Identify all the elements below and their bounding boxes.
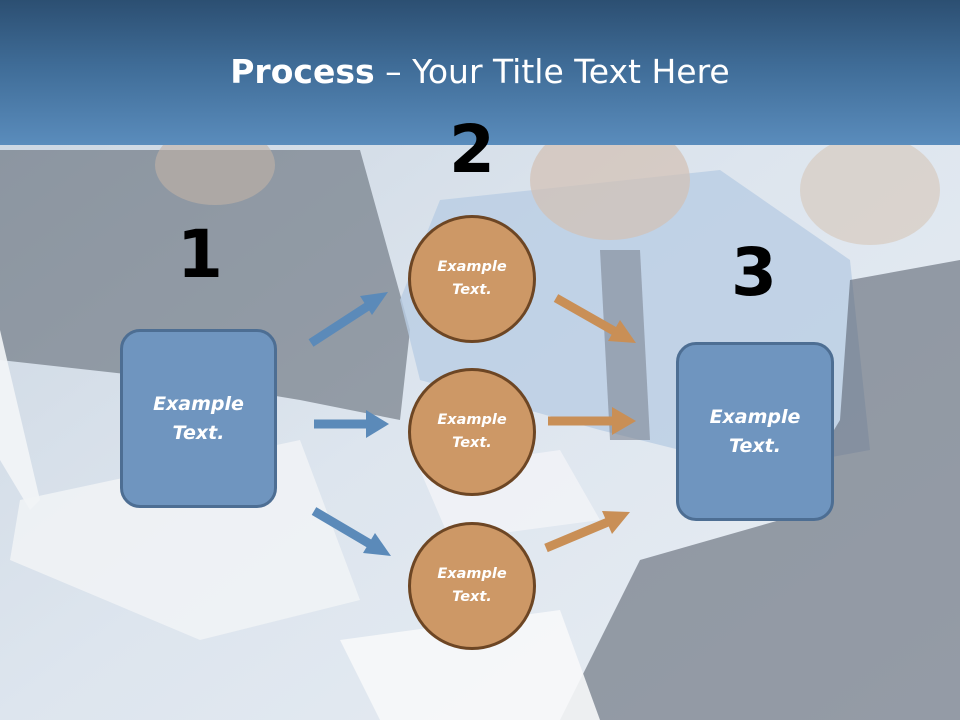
step-number-2: 2 [449,111,495,188]
arrow-to-top-circle [308,302,371,347]
arrow-to-mid-circle-head [366,410,389,438]
arrow-from-mid-circle-head [612,407,636,435]
title-bold-text: Process [230,52,375,91]
arrow-from-top-circle [553,294,617,335]
step-number-3: 3 [731,234,777,311]
arrow-to-bottom-circle [311,507,373,548]
slide-title: Process – Your Title Text Here [0,52,960,91]
arrow-from-bottom-circle-head [602,511,630,534]
orange-arrows [544,294,636,553]
arrow-to-top-circle-head [360,292,388,315]
arrow-from-bottom-circle [544,517,610,553]
step-number-1: 1 [177,216,223,293]
arrow-to-bottom-circle-head [363,533,391,556]
title-bar [0,0,960,145]
title-rest-text: – Your Title Text Here [374,52,730,91]
arrow-from-top-circle-head [608,320,636,343]
blue-arrows [308,292,391,556]
